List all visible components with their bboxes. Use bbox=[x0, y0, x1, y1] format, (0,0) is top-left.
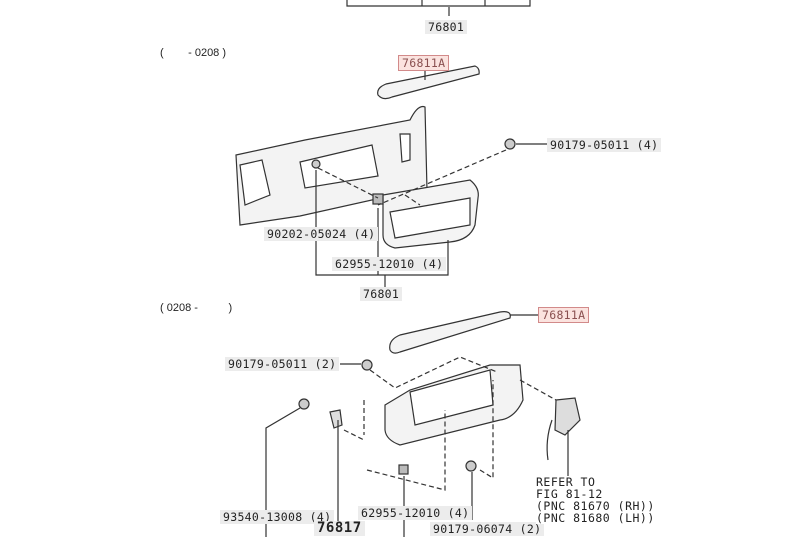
molding-76811A-2 bbox=[389, 311, 511, 354]
bracket-label[interactable]: 76817 bbox=[314, 521, 365, 536]
clip-label-2[interactable]: 62955-12010 (4) bbox=[358, 506, 473, 520]
nut-label-2[interactable]: 90179-05011 (2) bbox=[225, 357, 340, 371]
section2-date-range: ( 0208 - ) bbox=[160, 302, 233, 314]
nut-icon-3 bbox=[465, 460, 477, 472]
clip-icon bbox=[372, 193, 384, 205]
bolt-icon bbox=[298, 398, 310, 410]
molding-label-2[interactable]: 76811A bbox=[538, 307, 590, 323]
screw-icon bbox=[311, 159, 321, 169]
assembly-label-1[interactable]: 76801 bbox=[360, 287, 403, 301]
clip-icon-2 bbox=[398, 464, 409, 475]
refer-pnc-lh: (PNC 81680 (LH)) bbox=[536, 511, 655, 525]
clip-label-1[interactable]: 62955-12010 (4) bbox=[332, 257, 447, 271]
refer-fig-link[interactable]: FIG 81-12 bbox=[536, 487, 603, 501]
nut-label-1[interactable]: 90179-05011 (4) bbox=[547, 138, 662, 152]
bracket-icon bbox=[329, 409, 343, 429]
section1-date-range: ( - 0208 ) bbox=[160, 47, 227, 59]
license-lamp-icon bbox=[554, 397, 581, 436]
top-assembly-label[interactable]: 76801 bbox=[425, 20, 468, 34]
top-assembly-outline bbox=[346, 0, 531, 16]
nut-icon bbox=[504, 138, 516, 150]
refer-line: REFER TO bbox=[536, 475, 596, 489]
nut-label-3[interactable]: 90179-06074 (2) bbox=[430, 522, 545, 536]
nut-icon-2 bbox=[361, 359, 373, 371]
molding-76811A-1 bbox=[377, 65, 480, 100]
molding-label-1[interactable]: 76811A bbox=[398, 55, 450, 71]
bolt-label[interactable]: 93540-13008 (4) bbox=[220, 510, 335, 524]
screw-label-1[interactable]: 90202-05024 (4) bbox=[264, 227, 379, 241]
refer-pnc-rh: (PNC 81670 (RH)) bbox=[536, 499, 655, 513]
